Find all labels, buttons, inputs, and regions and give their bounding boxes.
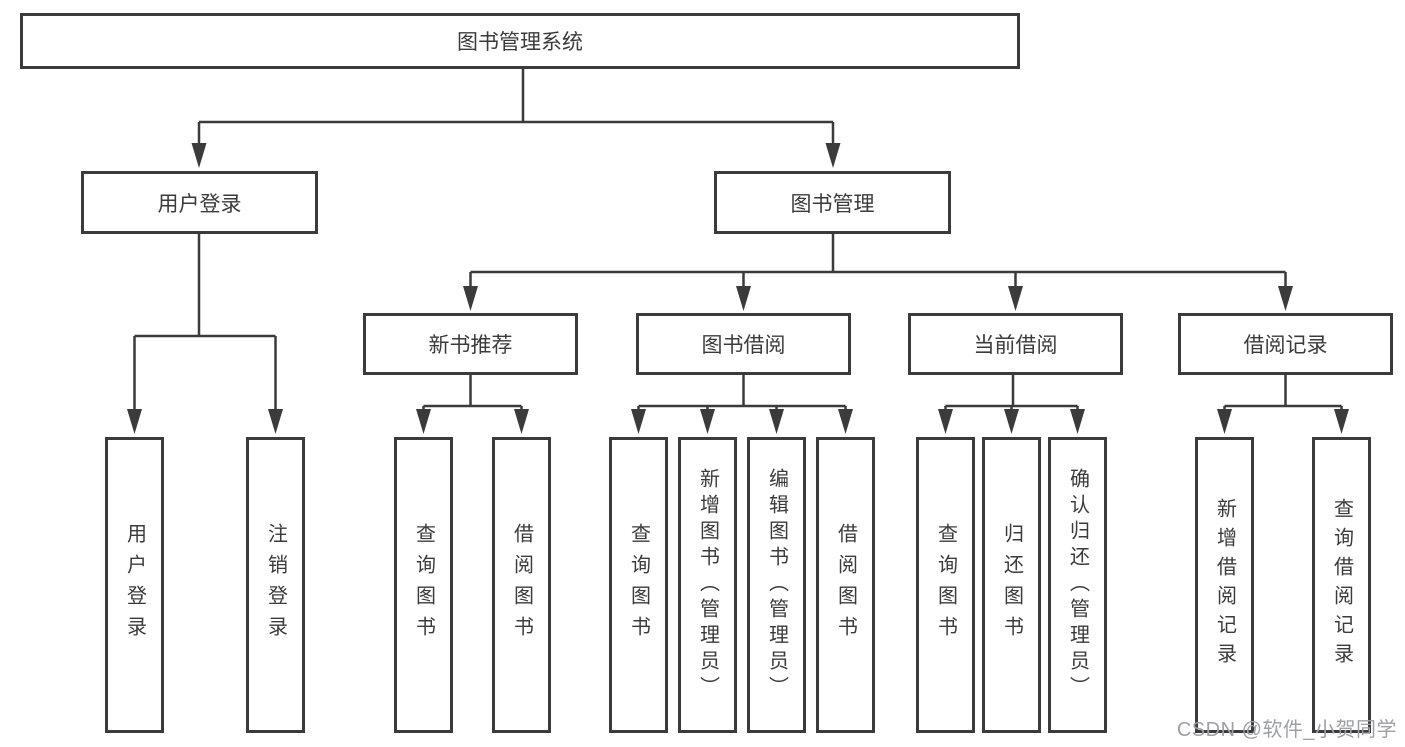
node-book-management: 图书管理	[714, 171, 951, 234]
connector-current-borrow	[944, 375, 1079, 412]
leaf-edit-book-admin: 编辑图书（管理员）	[747, 437, 806, 733]
node-library-system: 图书管理系统	[20, 13, 1020, 69]
leaf-user-login: 用户登录	[105, 437, 164, 733]
node-current-borrow: 当前借阅	[908, 313, 1123, 375]
connector-new-book	[422, 375, 523, 412]
leaf-borrow-books-recommend: 借阅图书	[492, 437, 551, 733]
node-user-login-module: 用户登录	[81, 171, 318, 234]
leaf-add-book-admin: 新增图书（管理员）	[678, 437, 737, 733]
leaf-query-borrow-record: 查询借阅记录	[1312, 437, 1371, 733]
leaf-query-books-borrow: 查询图书	[609, 437, 668, 733]
node-borrow-records: 借阅记录	[1178, 313, 1393, 375]
node-book-borrow: 图书借阅	[636, 313, 851, 375]
leaf-return-books: 归还图书	[982, 437, 1041, 733]
connector-book-management	[469, 234, 1287, 288]
connector-borrow-records	[1223, 375, 1343, 412]
connector-user-login	[133, 234, 277, 412]
leaf-borrow-books: 借阅图书	[816, 437, 875, 733]
node-new-book-recommend: 新书推荐	[363, 313, 578, 375]
leaf-add-borrow-record: 新增借阅记录	[1195, 437, 1254, 733]
leaf-query-books-current: 查询图书	[916, 437, 975, 733]
leaf-logout: 注销登录	[246, 437, 305, 733]
connector-root	[197, 69, 835, 146]
connector-book-borrow	[637, 375, 847, 412]
leaf-query-books-recommend: 查询图书	[394, 437, 453, 733]
leaf-confirm-return-admin: 确认归还（管理员）	[1048, 437, 1107, 733]
